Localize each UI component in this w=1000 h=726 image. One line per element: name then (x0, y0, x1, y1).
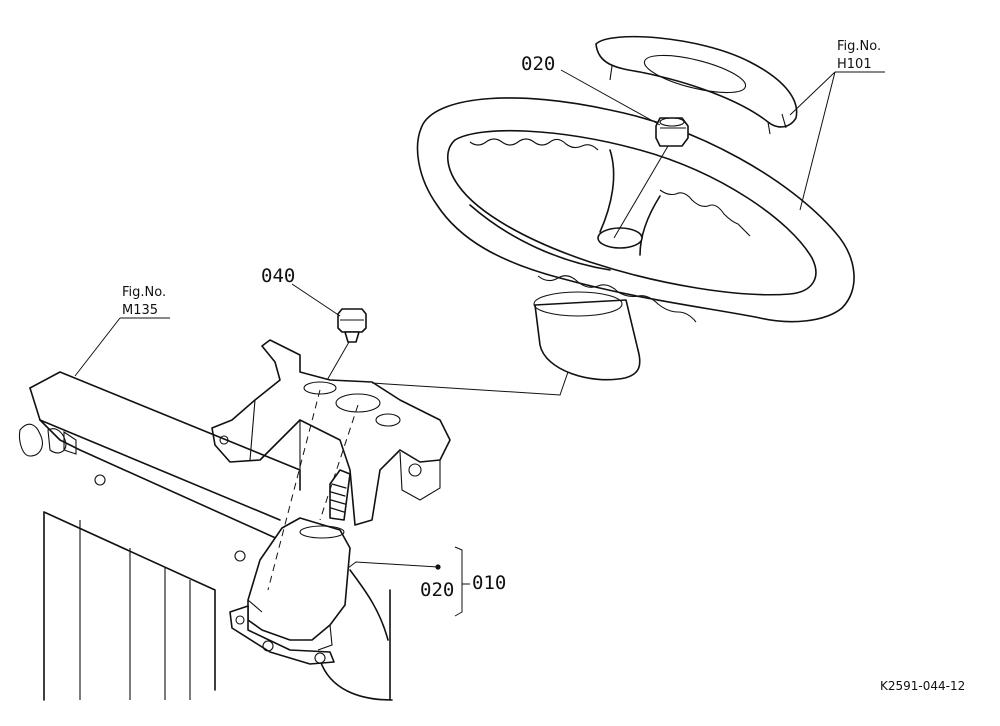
shaft-axis-line (613, 145, 669, 239)
nut-020 (655, 117, 689, 147)
bolt-040 (325, 308, 367, 383)
label-part-020-top: 020 (521, 53, 555, 75)
fig-ref-h101-caption: Fig.No. (837, 39, 881, 54)
leader-040 (291, 283, 341, 317)
label-part-040: 040 (261, 265, 295, 287)
fig-ref-m135-caption: Fig.No. (122, 285, 166, 300)
horn-cap (595, 35, 798, 135)
fig-ref-h101-number: H101 (837, 57, 872, 72)
callout-bracket-010 (347, 546, 470, 617)
chassis-frame (18, 371, 393, 701)
alignment-dashed-line (267, 389, 321, 591)
leader-h101 (789, 71, 885, 211)
label-part-020-bottom: 020 (420, 579, 454, 601)
wheel-to-bracket-leader (371, 371, 569, 396)
drawing-code: K2591-044-12 (880, 679, 965, 693)
alignment-dashed-line-2 (319, 404, 359, 521)
label-part-010: 010 (472, 572, 506, 594)
leader-m135 (74, 317, 170, 377)
steering-wheel (416, 97, 855, 381)
leader-020-top (560, 69, 661, 126)
steering-box (229, 469, 351, 665)
fig-ref-m135-number: M135 (122, 303, 158, 318)
